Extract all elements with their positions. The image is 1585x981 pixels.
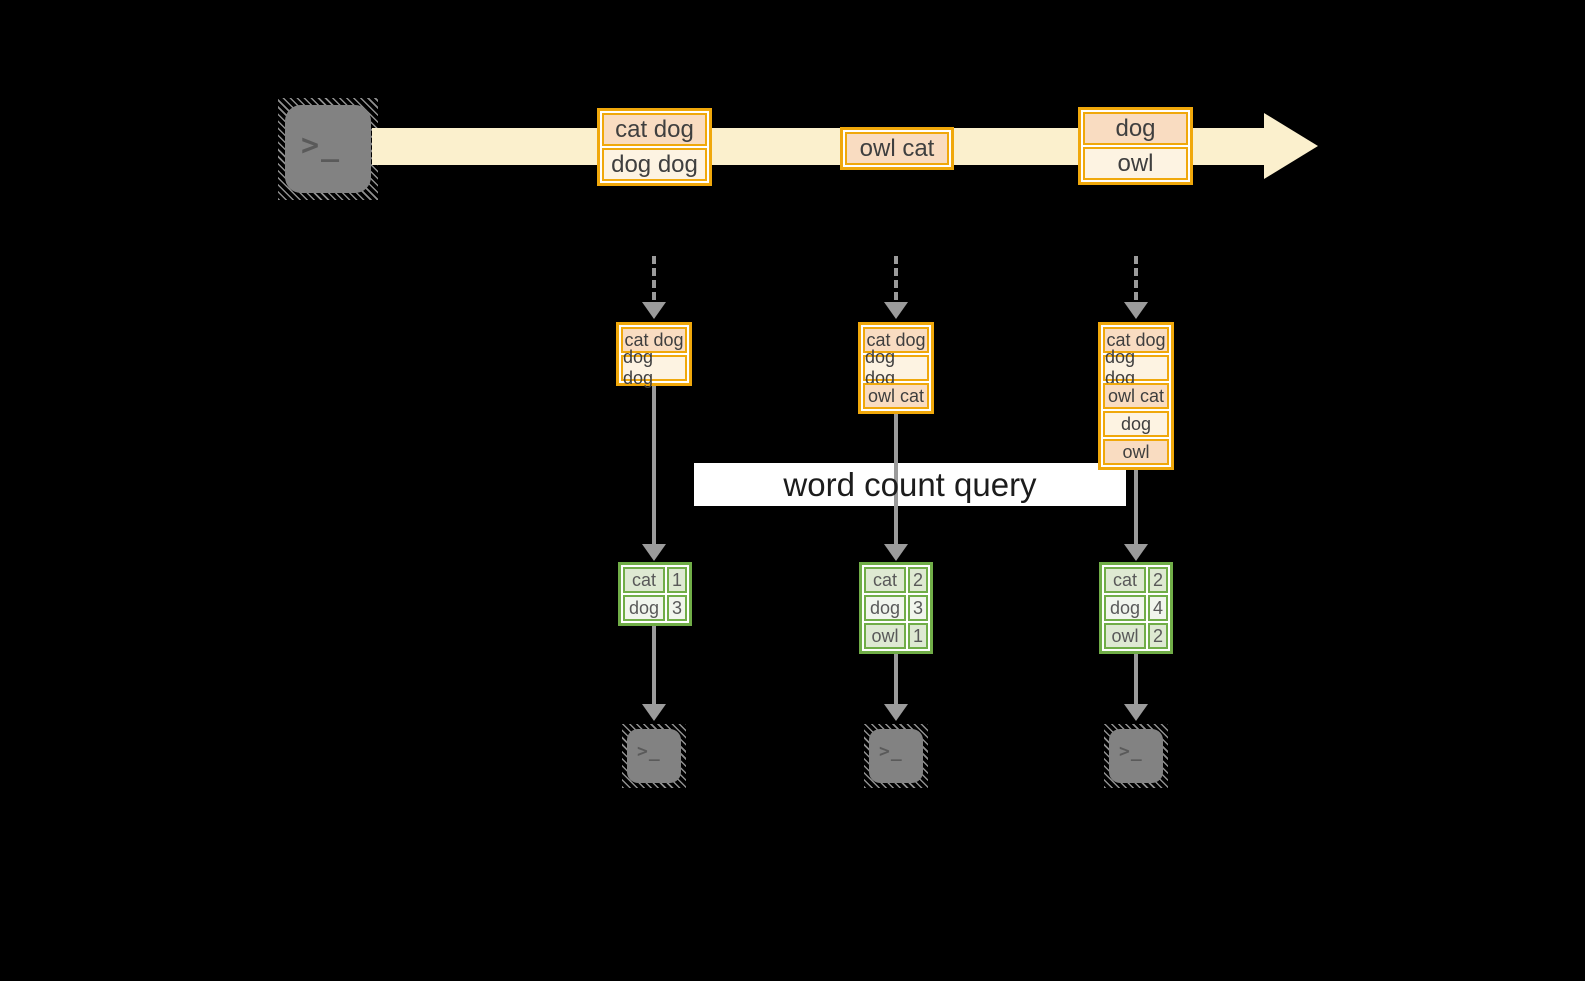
count-value: 2: [908, 567, 928, 593]
terminal-prompt-icon: >_: [1119, 741, 1143, 762]
buffer-stack-2: cat dog dog dog owl cat: [858, 322, 934, 414]
query-arrow-line: [894, 414, 898, 544]
count-word: dog: [864, 595, 906, 621]
terminal-prompt-icon: >_: [301, 128, 342, 163]
count-word: dog: [1104, 595, 1146, 621]
count-value: 4: [1148, 595, 1168, 621]
buffer-record: cat dog: [863, 327, 929, 353]
query-arrow-line: [1134, 470, 1138, 544]
buffer-record: dog dog: [863, 347, 929, 388]
buffer-record: dog: [1103, 411, 1169, 437]
output-arrow-line: [652, 626, 656, 706]
output-terminal-icon: >_: [622, 724, 686, 788]
stream-record: cat dog: [602, 113, 707, 146]
query-arrow-head-icon: [642, 544, 666, 561]
query-label-background: [694, 463, 1126, 506]
dashed-arrow-line: [1134, 256, 1138, 300]
stream-record: dog: [1083, 112, 1188, 145]
stream-record: owl: [1083, 147, 1188, 180]
output-arrow-head-icon: [1124, 704, 1148, 721]
count-table-3: cat 2 dog 4 owl 2: [1099, 562, 1173, 654]
stream-record: dog dog: [602, 148, 707, 181]
stream-batch-2: owl cat: [840, 127, 954, 170]
count-value: 2: [1148, 567, 1168, 593]
terminal-screen: >_: [627, 729, 681, 783]
buffer-record: dog dog: [1103, 347, 1169, 388]
dashed-arrow-line: [894, 256, 898, 300]
count-value: 2: [1148, 623, 1168, 649]
terminal-prompt-icon: >_: [879, 741, 903, 762]
terminal-prompt-icon: >_: [637, 741, 661, 762]
count-word: cat: [623, 567, 665, 593]
output-arrow-head-icon: [642, 704, 666, 721]
count-value: 1: [667, 567, 687, 593]
output-arrow-head-icon: [884, 704, 908, 721]
buffer-record: dog dog: [621, 347, 687, 388]
buffer-record: cat dog: [1103, 327, 1169, 353]
terminal-screen: >_: [285, 105, 371, 193]
buffer-record: owl cat: [1103, 383, 1169, 409]
source-terminal-icon: >_: [278, 98, 378, 200]
terminal-screen: >_: [869, 729, 923, 783]
query-arrow-head-icon: [1124, 544, 1148, 561]
count-table-1: cat 1 dog 3: [618, 562, 692, 626]
output-terminal-icon: >_: [864, 724, 928, 788]
count-value: 1: [908, 623, 928, 649]
output-arrow-line: [1134, 654, 1138, 706]
buffer-record: cat dog: [621, 327, 687, 353]
count-word: owl: [1104, 623, 1146, 649]
count-word: cat: [864, 567, 906, 593]
buffer-record: owl cat: [863, 383, 929, 409]
output-arrow-line: [894, 654, 898, 706]
stream-batch-3: dog owl: [1078, 107, 1193, 185]
count-word: cat: [1104, 567, 1146, 593]
count-table-2: cat 2 dog 3 owl 1: [859, 562, 933, 654]
stream-arrow-head-icon: [1264, 113, 1318, 179]
query-arrow-line: [652, 386, 656, 544]
buffer-record: owl: [1103, 439, 1169, 465]
output-terminal-icon: >_: [1104, 724, 1168, 788]
dashed-arrow-head-icon: [642, 302, 666, 319]
stream-batch-1: cat dog dog dog: [597, 108, 712, 186]
query-arrow-head-icon: [884, 544, 908, 561]
count-word: owl: [864, 623, 906, 649]
query-label: word count query: [783, 465, 1037, 503]
dashed-arrow-line: [652, 256, 656, 300]
buffer-stack-3: cat dog dog dog owl cat dog owl: [1098, 322, 1174, 470]
stream-record: owl cat: [845, 132, 949, 165]
count-word: dog: [623, 595, 665, 621]
count-value: 3: [908, 595, 928, 621]
dashed-arrow-head-icon: [884, 302, 908, 319]
buffer-stack-1: cat dog dog dog: [616, 322, 692, 388]
count-value: 3: [667, 595, 687, 621]
terminal-screen: >_: [1109, 729, 1163, 783]
dashed-arrow-head-icon: [1124, 302, 1148, 319]
